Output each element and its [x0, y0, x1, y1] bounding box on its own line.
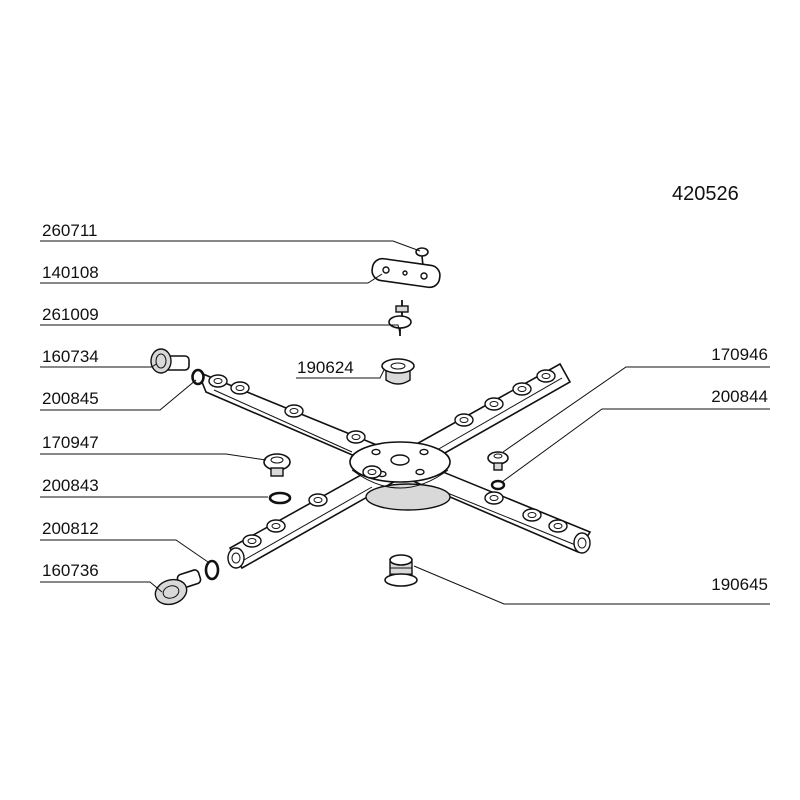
callout-160734: 160734 [42, 347, 99, 366]
nozzles-upper-left [208, 374, 366, 444]
part-260711-screw [415, 247, 429, 267]
part-200843-o-ring [268, 491, 292, 505]
nozzles-upper-right [454, 369, 556, 427]
part-170946-nozzle [487, 451, 509, 471]
callout-260711: 260711 [42, 221, 97, 240]
callout-170947: 170947 [42, 433, 99, 452]
callout-190645: 190645 [711, 575, 768, 594]
callout-190624: 190624 [297, 358, 354, 377]
callout-200843: 200843 [42, 476, 99, 495]
callout-labels: 260711 140108 261009 160734 190624 20084… [42, 221, 768, 594]
callout-leaders [40, 240, 770, 605]
drawing-number: 420526 [672, 183, 739, 205]
hub-underside [365, 483, 451, 511]
callout-140108: 140108 [42, 263, 99, 282]
part-160736-end-cap [154, 569, 202, 606]
callout-261009: 261009 [42, 305, 99, 324]
callout-160736: 160736 [42, 561, 99, 580]
part-190624-nut [381, 358, 415, 385]
nozzles-lower-right [484, 491, 568, 533]
part-160734-end-cap [150, 348, 190, 374]
nozzles-lower-left [242, 465, 382, 548]
callout-200812: 200812 [42, 519, 99, 538]
part-200844-o-ring [490, 479, 506, 491]
arm-end-lower-right [573, 532, 591, 554]
part-170947-nozzle [263, 453, 291, 477]
callout-170946: 170946 [711, 345, 768, 364]
part-140108-plate [371, 257, 441, 289]
part-261009-stud [388, 300, 412, 336]
spray-arm-assembly [196, 362, 592, 570]
part-190645-plug [384, 554, 418, 587]
part-200812-o-ring [204, 559, 220, 581]
arm-end-lower-left [227, 547, 245, 569]
callout-200844: 200844 [711, 387, 768, 406]
callout-200845: 200845 [42, 389, 99, 408]
